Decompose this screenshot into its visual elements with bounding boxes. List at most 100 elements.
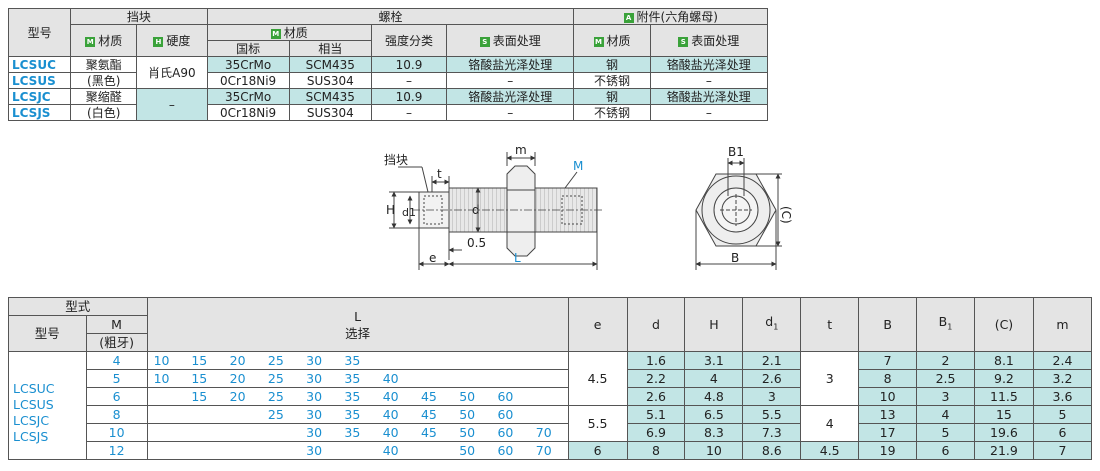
L-label: L — [514, 251, 521, 265]
l-option — [185, 441, 224, 460]
table-row: 5 10 15 20 25 30 35 40 2.2 4 2.6 8 2.5 9… — [9, 369, 1093, 388]
accessory-label: 附件(六角螺母) — [636, 9, 718, 24]
d1-header-main: d — [765, 313, 774, 329]
l-option — [529, 351, 569, 370]
l-option — [146, 441, 186, 460]
acc-material: 钢 — [573, 88, 651, 105]
model-header: 型号 — [8, 315, 87, 352]
t-value: 3 — [800, 351, 860, 406]
d-header: d — [626, 297, 686, 352]
l-option — [185, 423, 224, 442]
B-value: 7 — [858, 351, 918, 370]
H-value: 8.3 — [684, 423, 744, 442]
stopper-header: 挡块 — [70, 8, 208, 25]
d1-value: 7.3 — [742, 423, 802, 442]
t-label: t — [437, 167, 442, 181]
accessory-badge-icon: A — [623, 12, 634, 23]
l-option — [261, 423, 301, 442]
l-option: 25 — [261, 387, 301, 406]
M-coarse-header: (粗牙) — [85, 333, 148, 352]
l-option — [376, 351, 415, 370]
B1-value: 2.5 — [916, 369, 975, 388]
table-row: LCSUC LCSUS LCSJC LCSJS 4 10 15 20 25 30… — [8, 351, 1093, 460]
l-option: 30 — [300, 405, 339, 424]
t-header: t — [800, 297, 860, 352]
C-value: 11.5 — [973, 387, 1034, 406]
l-option — [491, 351, 530, 370]
model-code: LCSJS — [13, 428, 49, 444]
l-option: 40 — [376, 441, 415, 460]
acc-surface: 铬酸盐光泽处理 — [649, 56, 769, 73]
B-value: 17 — [858, 423, 918, 442]
model-code: LCSUS — [13, 396, 54, 412]
H-value: 3.1 — [684, 351, 744, 370]
hardness-label: 硬度 — [166, 33, 191, 48]
e-header: e — [567, 297, 628, 352]
m-value: 6 — [1032, 423, 1093, 442]
l-option: 10 — [146, 351, 186, 370]
bolt-header: 螺栓 — [206, 8, 575, 25]
l-option: 45 — [414, 387, 454, 406]
acc-material: 不锈钢 — [573, 104, 651, 121]
surface-label: 表面处理 — [492, 33, 541, 48]
B1-header-main: B — [938, 313, 948, 329]
l-option — [185, 405, 224, 424]
B-value: 10 — [858, 387, 918, 406]
material-label: 材质 — [283, 25, 308, 40]
side-view — [389, 152, 604, 270]
m-value: 3.2 — [1032, 369, 1093, 388]
d1-value: 8.6 — [742, 441, 802, 460]
C-value: 9.2 — [973, 369, 1034, 388]
l-option: 30 — [300, 387, 339, 406]
l-option — [146, 423, 186, 442]
l-option: 30 — [300, 423, 339, 442]
H-header: H — [684, 297, 744, 352]
l-option: 35 — [338, 369, 377, 388]
l-option: 50 — [453, 405, 492, 424]
B1-value: 3 — [916, 387, 975, 406]
m-value: 2.4 — [1032, 351, 1093, 370]
thread-size: 10 — [85, 423, 148, 442]
table-row: LCSUC 聚氨酯 肖氏A90 35CrMo SCM435 10.9 铬酸盐光泽… — [7, 56, 769, 89]
acc-material: 不锈钢 — [573, 72, 651, 89]
l-option: 35 — [338, 387, 377, 406]
model-code: LCSJS — [7, 104, 72, 121]
front-view-labels: B1 (C) B — [728, 145, 793, 265]
bolt-strength: 10.9 — [370, 56, 448, 73]
l-option: 10 — [146, 369, 186, 388]
l-option: 70 — [529, 423, 569, 442]
M-header: M — [85, 315, 148, 334]
material-badge-icon: M — [593, 36, 604, 47]
bolt-surface: 铬酸盐光泽处理 — [446, 88, 575, 105]
l-option — [529, 405, 569, 424]
t-value: 4 — [800, 405, 860, 442]
model-list: LCSUC LCSUS LCSJC LCSJS — [8, 351, 87, 460]
l-option: 30 — [300, 441, 339, 460]
B1-value: 4 — [916, 405, 975, 424]
table-row: LCSJS (白色) 0Cr18Ni9 SUS304 – – 不锈钢 – — [7, 104, 769, 121]
d1-value: 2.6 — [742, 369, 802, 388]
l-option — [146, 405, 186, 424]
l-option: 35 — [338, 351, 377, 370]
H-label: H — [386, 203, 395, 217]
M-label: M — [573, 159, 583, 173]
l-option — [261, 441, 301, 460]
l-option: 60 — [491, 405, 530, 424]
table-row: 8 25 30 35 40 45 50 60 5.5 5.1 6.5 5.5 4… — [9, 405, 1093, 442]
table-row: LCSUS (黑色) 0Cr18Ni9 SUS304 – – 不锈钢 – — [7, 72, 769, 89]
m-header: m — [1032, 297, 1093, 352]
material-badge-icon: M — [270, 28, 281, 39]
H-value: 6.5 — [684, 405, 744, 424]
l-option: 25 — [261, 351, 301, 370]
bolt-equiv: SUS304 — [288, 104, 372, 121]
l-header-bottom: 选择 — [345, 325, 371, 341]
m-value: 5 — [1032, 405, 1093, 424]
d1-value: 2.1 — [742, 351, 802, 370]
l-option: 35 — [338, 423, 377, 442]
strength-header: 强度分类 — [370, 24, 448, 57]
B1-value: 6 — [916, 441, 975, 460]
l-option — [453, 351, 492, 370]
